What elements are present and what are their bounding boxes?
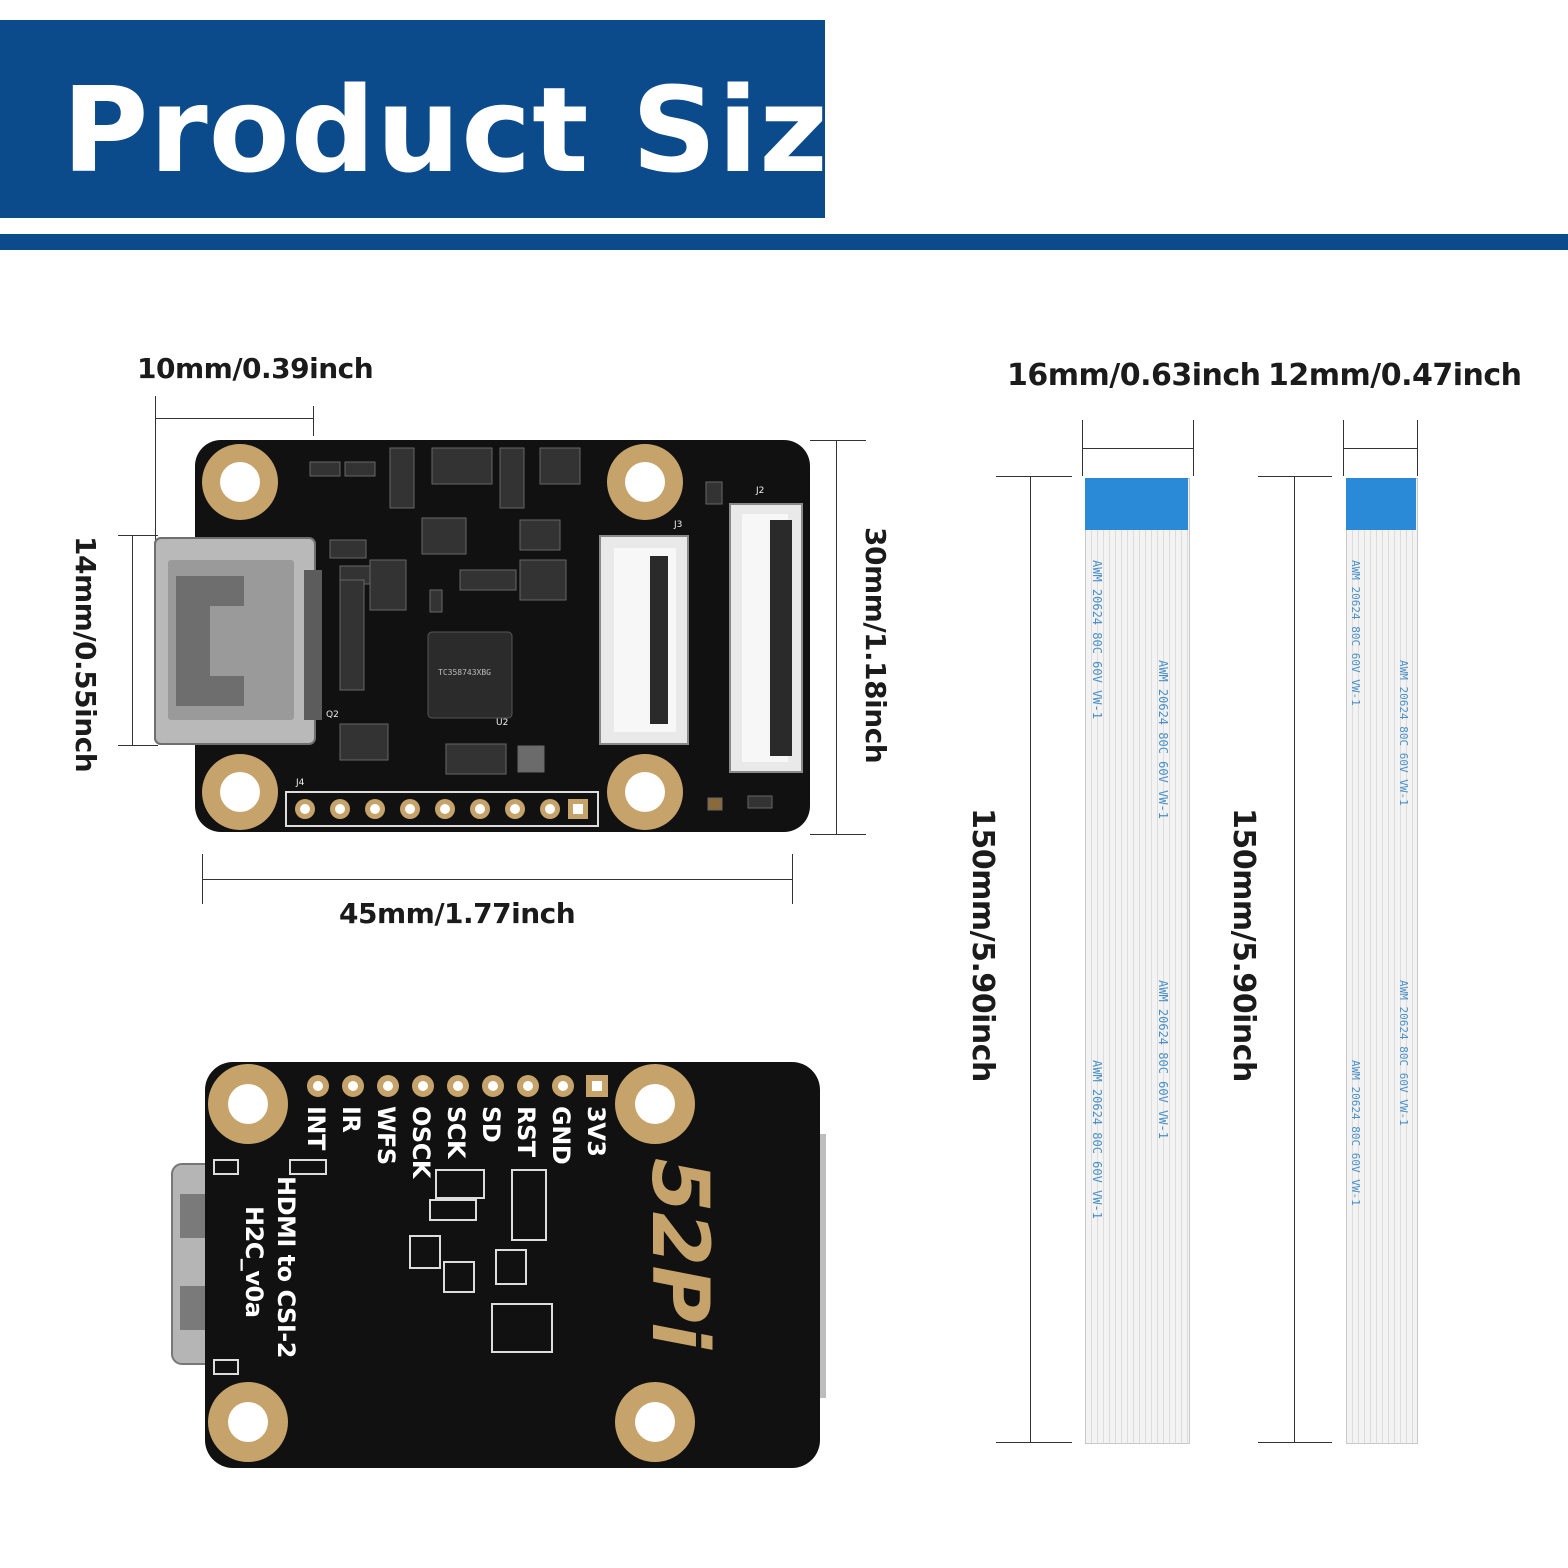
dim-line	[1417, 420, 1418, 476]
pin-label-wfs: WFS	[372, 1106, 400, 1165]
dim-line	[1258, 476, 1332, 477]
page-title: Product Size	[62, 61, 910, 199]
silk-u2: U2	[496, 718, 509, 728]
header-divider	[0, 234, 1568, 250]
dim-line	[1030, 476, 1031, 1442]
pin-label-rst: RST	[512, 1106, 540, 1157]
ribbon-cable-16mm	[1085, 478, 1190, 1444]
cable-print-text: AWM 20624 80C 60V VW-1	[1349, 560, 1362, 706]
cable-print-text: AWM 20624 80C 60V VW-1	[1090, 1060, 1104, 1219]
title-banner: Product Size	[0, 20, 909, 218]
cable-print-text: AWM 20624 80C 60V VW-1	[1349, 1060, 1362, 1206]
pin-label-sd: SD	[477, 1106, 505, 1143]
dim-line	[1343, 448, 1417, 449]
pin-label-sck: SCK	[442, 1106, 470, 1158]
pcb-bottom	[205, 1062, 820, 1468]
cable-print-text: AWM 20624 80C 60V VW-1	[1156, 980, 1170, 1139]
dim-line	[202, 879, 792, 880]
fpc-connector	[599, 503, 803, 773]
dim-line	[810, 440, 866, 441]
board-width-label: 45mm/1.77inch	[339, 897, 576, 930]
dim-line	[996, 1442, 1072, 1443]
dim-line	[1082, 448, 1193, 449]
ribbon-cable-tab	[1346, 478, 1416, 530]
mounting-hole	[208, 1064, 695, 1462]
dim-line	[810, 834, 866, 835]
pin-label-ir: IR	[337, 1106, 365, 1133]
silk-j2: J2	[756, 486, 765, 496]
main-chip	[427, 631, 513, 719]
chip-marking: TC358743XBG	[438, 668, 491, 677]
ribbon-cable-12mm	[1346, 478, 1418, 1444]
dim-line	[118, 535, 158, 536]
dim-line	[996, 476, 1072, 477]
cable1-width-label: 16mm/0.63inch	[1007, 358, 1261, 393]
pin-label-int: INT	[302, 1106, 330, 1150]
pin-label-3v3: 3V3	[582, 1106, 610, 1157]
pin-label-osck: OSCK	[407, 1106, 435, 1178]
cable-print-text: AWM 20624 80C 60V VW-1	[1156, 660, 1170, 819]
board-model-line1: HDMI to CSI-2	[272, 1176, 300, 1358]
dim-line	[155, 418, 313, 419]
dim-line	[836, 440, 837, 834]
dim-line	[313, 406, 314, 436]
board-model-line2: H2C_v0a	[240, 1206, 268, 1318]
dim-line	[132, 535, 133, 745]
pin-header-j4	[285, 791, 599, 827]
silk-q2: Q2	[326, 710, 339, 720]
ribbon-cable-tab	[1085, 478, 1188, 530]
dim-line	[1193, 420, 1194, 476]
pin-label-gnd: GND	[547, 1106, 575, 1165]
dim-line	[792, 854, 793, 904]
cable1-length-label: 150mm/5.90inch	[965, 808, 1000, 1082]
silk-j3: J3	[674, 520, 683, 530]
dim-line	[1258, 1442, 1332, 1443]
mounting-hole	[202, 444, 683, 830]
cable-print-text: AWM 20624 80C 60V VW-1	[1397, 980, 1410, 1126]
dim-line	[1294, 476, 1295, 1442]
cable-print-text: AWM 20624 80C 60V VW-1	[1090, 560, 1104, 719]
silk-j4: J4	[296, 778, 305, 788]
cable-print-text: AWM 20624 80C 60V VW-1	[1397, 660, 1410, 806]
connector-width-label: 10mm/0.39inch	[137, 352, 374, 385]
dim-line	[118, 745, 158, 746]
pin-row	[307, 1075, 608, 1097]
cable2-width-label: 12mm/0.47inch	[1268, 358, 1522, 393]
dim-line	[155, 396, 156, 554]
cable2-length-label: 150mm/5.90inch	[1226, 808, 1261, 1082]
brand-logo: 52Pi	[634, 1158, 724, 1349]
